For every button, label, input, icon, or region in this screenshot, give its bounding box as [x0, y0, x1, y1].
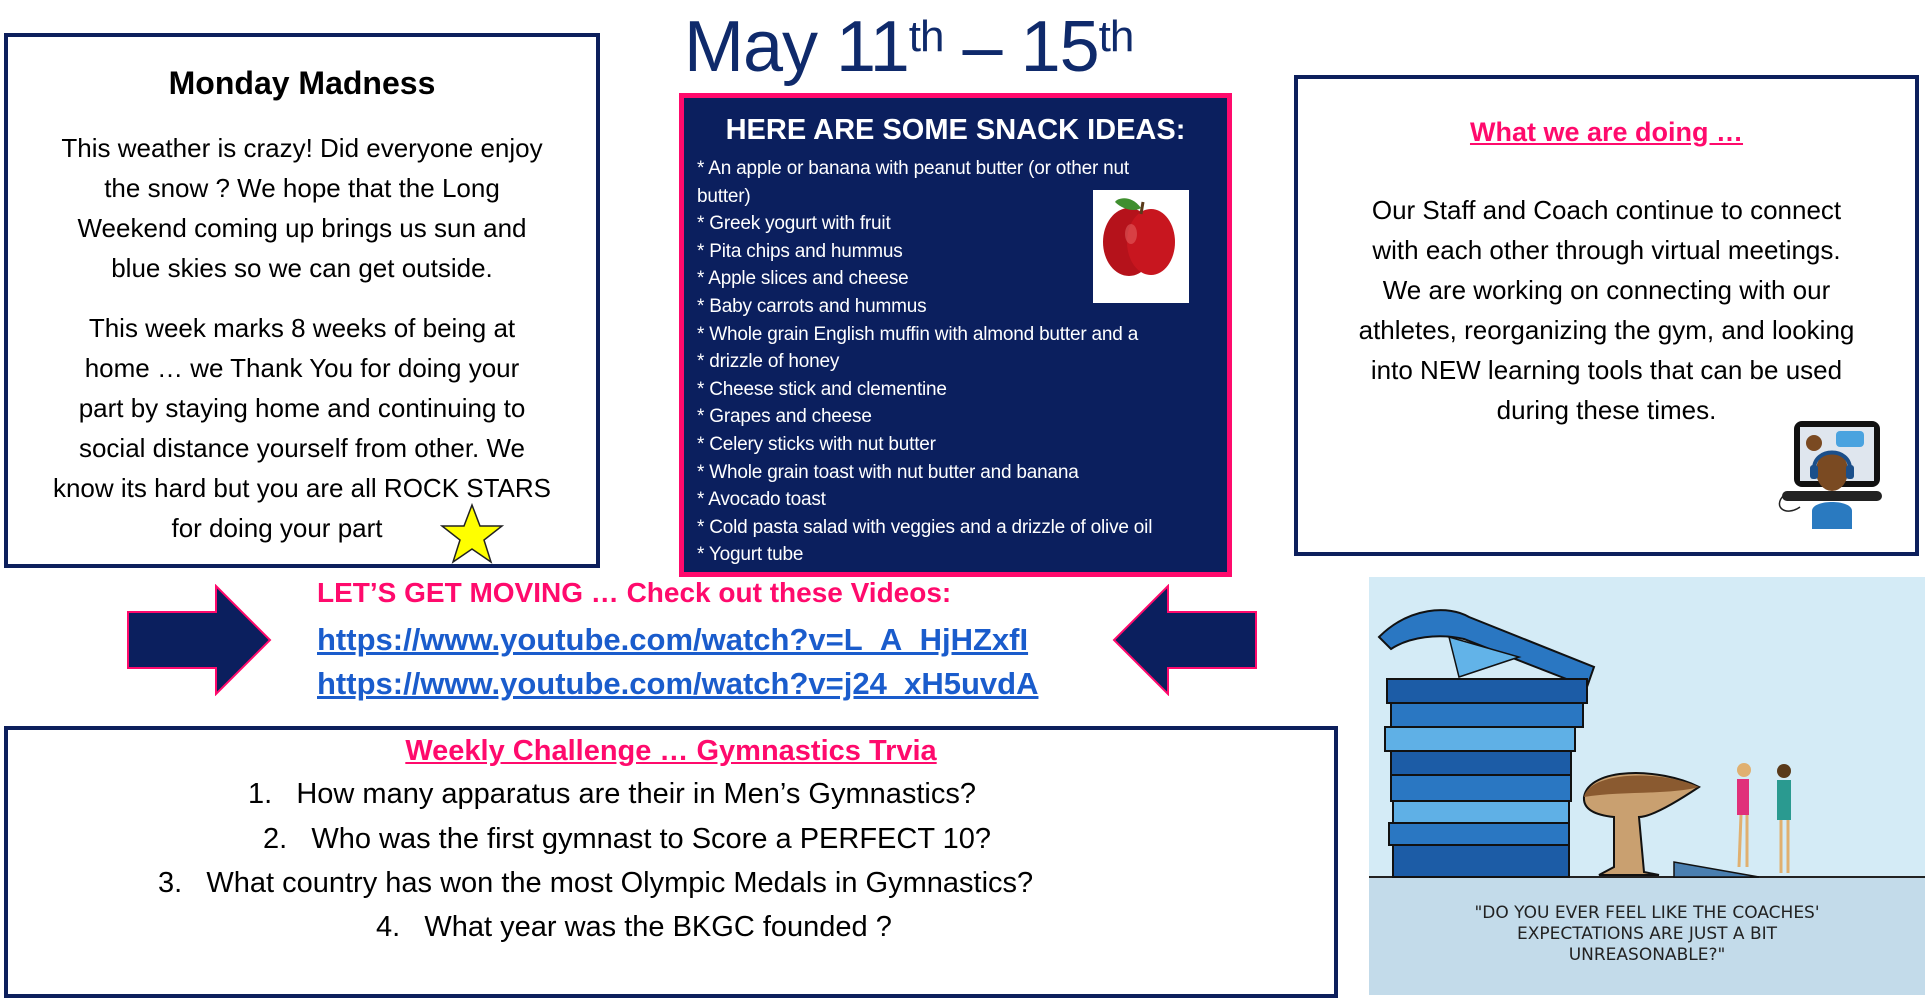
apple-image [1093, 190, 1189, 303]
paragraph1-line: This weather is crazy! Did everyone enjo… [61, 133, 543, 163]
question-number: 4. [376, 911, 401, 943]
video-link-2[interactable]: https://www.youtube.com/watch?v=j24_xH5u… [317, 666, 1039, 701]
star-icon [440, 503, 504, 564]
cartoon-caption: "DO YOU EVER FEEL LIKE THE COACHES' EXPE… [1369, 903, 1925, 966]
snack-item: * Greek yogurt with fruit [697, 213, 891, 235]
trivia-question: 4. What year was the BKGC founded ? [376, 911, 892, 944]
paragraph2-line: know its hard but you are all ROCK STARS [52, 473, 552, 503]
title-dash: – [962, 7, 1003, 87]
what-we-are-doing-line: during these times. [1496, 395, 1717, 425]
paragraph2-line: for doing your part [171, 513, 383, 543]
virtual-meeting-icon [1778, 421, 1882, 529]
paragraph2-line: social distance yourself from other. We [78, 433, 526, 463]
weekly-challenge-box: Weekly Challenge … Gymnastics Trvia 1. H… [4, 726, 1338, 998]
cartoon-illustration [1369, 577, 1925, 995]
monday-madness-box: Monday Madness This weather is crazy! Di… [4, 33, 600, 568]
paragraph2-line: home … we Thank You for doing your [84, 353, 520, 383]
paragraph2-line: part by staying home and continuing to [78, 393, 526, 423]
snack-item: * Pita chips and hummus [697, 240, 903, 262]
snack-item: * Grapes and cheese [697, 406, 872, 428]
title-end-day: 15 [1020, 7, 1100, 87]
snack-item: * Apple slices and cheese [697, 268, 909, 290]
caption-line: UNREASONABLE?" [1568, 945, 1726, 965]
caption-line: EXPECTATIONS ARE JUST A BIT [1516, 924, 1778, 944]
trivia-question: 2. Who was the first gymnast to Score a … [263, 823, 991, 856]
snack-item: * Cold pasta salad with veggies and a dr… [697, 516, 1153, 538]
paragraph1-line: the snow ? We hope that the Long [104, 173, 500, 203]
right-arrow-icon [127, 584, 272, 696]
what-we-are-doing-line: We are working on connecting with our [1382, 275, 1831, 305]
snack-item: * An apple or banana with peanut butter … [697, 158, 1129, 179]
title-end-suffix: th [1098, 12, 1135, 61]
snack-item: butter) [697, 185, 751, 207]
weekly-challenge-heading: Weekly Challenge … Gymnastics Trvia [405, 735, 937, 767]
gymnastics-cartoon: "DO YOU EVER FEEL LIKE THE COACHES' EXPE… [1369, 577, 1925, 995]
snack-item: * drizzle of honey [697, 351, 840, 373]
paragraph1-line: blue skies so we can get outside. [111, 253, 493, 283]
what-we-are-doing-box: What we are doing … Our Staff and Coach … [1294, 75, 1919, 556]
get-moving-heading: LET’S GET MOVING … Check out these Video… [317, 577, 952, 608]
what-we-are-doing-line: with each other through virtual meetings… [1372, 235, 1841, 265]
paragraph2-line: This week marks 8 weeks of being at [88, 313, 516, 343]
question-text: How many apparatus are their in Men’s Gy… [296, 778, 977, 810]
page-title: May 11th – 15th [684, 6, 1135, 88]
snack-ideas-box: HERE ARE SOME SNACK IDEAS: * An apple or… [679, 93, 1232, 577]
snack-item: * Celery sticks with nut butter [697, 434, 936, 455]
monday-madness-heading: Monday Madness [168, 65, 436, 101]
what-we-are-doing-line: athletes, reorganizing the gym, and look… [1358, 315, 1855, 345]
title-start-day: 11 [836, 7, 910, 87]
caption-line: "DO YOU EVER FEEL LIKE THE COACHES' [1474, 903, 1820, 923]
question-text: What year was the BKGC founded ? [424, 911, 892, 943]
snack-item: * Whole grain English muffin with almond… [697, 323, 1139, 345]
question-number: 1. [248, 778, 273, 810]
question-number: 3. [158, 867, 183, 899]
snack-item: * Baby carrots and hummus [697, 296, 927, 317]
snack-ideas-heading: HERE ARE SOME SNACK IDEAS: [725, 114, 1186, 146]
paragraph1-line: Weekend coming up brings us sun and [77, 213, 527, 243]
title-start-suffix: th [908, 12, 945, 61]
question-text: What country has won the most Olympic Me… [206, 867, 1034, 899]
what-we-are-doing-line: into NEW learning tools that can be used [1370, 355, 1843, 385]
what-we-are-doing-line: Our Staff and Coach continue to connect [1371, 195, 1842, 225]
question-number: 2. [263, 823, 288, 855]
question-text: Who was the first gymnast to Score a PER… [311, 823, 991, 855]
snack-item: * Cheese stick and clementine [697, 378, 947, 400]
apple-icon [1103, 198, 1175, 276]
title-month: May [684, 7, 818, 87]
trivia-question: 3. What country has won the most Olympic… [158, 867, 1033, 900]
video-link-1[interactable]: https://www.youtube.com/watch?v=L_A_HjHZ… [317, 622, 1029, 657]
left-arrow-icon [1112, 584, 1257, 696]
what-we-are-doing-heading: What we are doing … [1469, 117, 1744, 147]
snack-item: * Whole grain toast with nut butter and … [697, 461, 1079, 483]
snack-item: * Yogurt tube [697, 544, 804, 566]
snack-item: * Avocado toast [697, 489, 826, 511]
trivia-question: 1. How many apparatus are their in Men’s… [248, 778, 976, 811]
